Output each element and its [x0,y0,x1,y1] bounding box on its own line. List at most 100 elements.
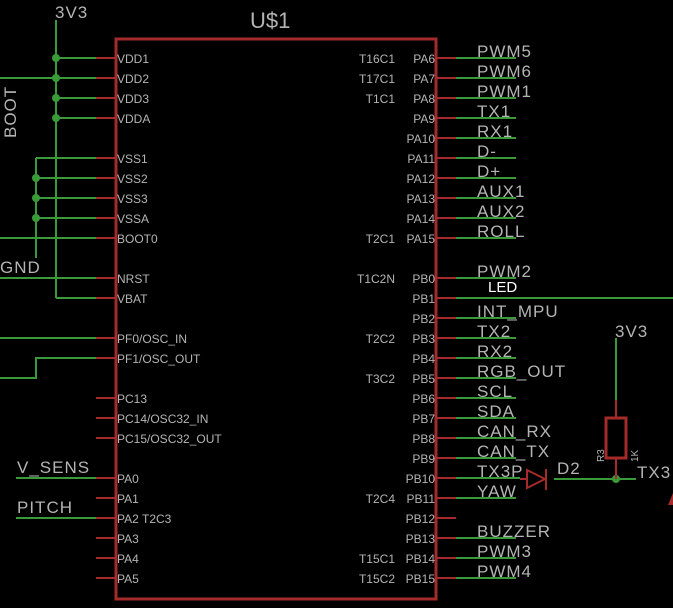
pin-pc13[interactable]: PC13 [96,392,147,406]
net-label: AUX1 [477,182,525,201]
pin-label: PB4 [412,352,435,366]
pin-label: VDD1 [117,52,149,66]
pin-pa6[interactable]: PA6 T16C1 PWM5 [359,42,532,66]
pin-label: PC15/OSC32_OUT [117,432,222,446]
pin-pb1[interactable]: PB1 [412,292,456,306]
part-name: U$1 [250,8,290,33]
pin-pf0-osc-in[interactable]: PF0/OSC_IN [96,332,187,346]
pin-label: PC14/OSC32_IN [117,412,208,426]
net-label: V_SENS [17,458,90,477]
net-label: INT_MPU [477,302,559,321]
pin-pb9[interactable]: PB9 CAN_TX [412,442,550,466]
pin-function: T2C2 [366,332,396,346]
net-label: PWM3 [477,542,532,561]
diode-d2[interactable] [520,468,548,490]
net-label: PWM1 [477,82,532,101]
net-label-led: LED [488,279,517,296]
pin-label: PA0 [117,472,139,486]
pin-label: PB3 [412,332,435,346]
pin-boot0[interactable]: BOOT0 [96,232,158,246]
pin-function: T2C1 [366,232,396,246]
pin-label: PA10 [407,132,436,146]
net-label-gnd: GND [0,258,41,277]
net-label: RGB_OUT [477,362,566,381]
pin-pa4[interactable]: PA4 [96,552,139,566]
pin-function: T2C3 [142,512,172,526]
pin-label: PB13 [406,532,436,546]
pin-label: PA12 [407,172,436,186]
pin-pb8[interactable]: PB8 CAN_RX [412,422,552,446]
pin-vdd1[interactable]: VDD1 [52,52,149,66]
net-label: BUZZER [477,522,551,541]
net-label: CAN_RX [477,422,552,441]
pin-label: PB14 [406,552,436,566]
pin-label: PB15 [406,572,436,586]
pin-vdd3[interactable]: VDD3 [52,92,149,106]
pin-label: BOOT0 [117,232,158,246]
resistor-r3[interactable] [604,416,628,460]
pin-pa5[interactable]: PA5 [96,572,139,586]
pin-pf1-osc-out[interactable]: PF1/OSC_OUT [96,352,201,366]
pin-pa1[interactable]: PA1 [96,492,139,506]
net-label: YAW [477,482,517,501]
pin-pb2[interactable]: PB2 INT_MPU [412,302,558,326]
net-label: CAN_TX [477,442,550,461]
pin-vssa[interactable]: VSSA [32,212,149,226]
pin-label: PB6 [412,392,435,406]
pin-vss1[interactable]: VSS1 [36,152,148,166]
pin-vss3[interactable]: VSS3 [32,192,148,206]
pin-pb12[interactable]: PB12 [406,512,456,526]
pin-pa0[interactable]: PA0 V_SENS [16,458,139,486]
net-label-boot: BOOT [1,86,20,138]
net-label: PITCH [17,498,73,517]
net-label: PWM5 [477,42,532,61]
pin-label: PA8 [413,92,435,106]
pin-label: PB9 [412,452,435,466]
net-label-3v3-right: 3V3 [615,322,648,341]
pin-label: VBAT [117,292,148,306]
pin-label: PF0/OSC_IN [117,332,187,346]
pin-pb13[interactable]: PB13 BUZZER [406,522,551,546]
pin-vdda[interactable]: VDDA [52,112,150,126]
pin-pc15-osc32-out[interactable]: PC15/OSC32_OUT [96,432,222,446]
pin-vdd2[interactable]: VDD2 [52,72,149,86]
pin-pb3[interactable]: PB3 T2C2 TX2 [366,322,516,346]
resistor-name: R3 [596,449,607,462]
pin-label: PB1 [412,292,435,306]
pin-label: VDD2 [117,72,149,86]
pin-function: T16C1 [359,52,395,66]
pin-label: PB7 [412,412,435,426]
net-label: TX2 [477,322,511,341]
net-label: PWM6 [477,62,532,81]
pin-vbat[interactable]: VBAT [56,292,148,306]
net-label-tx3: TX3 [637,463,671,482]
pin-label: PA6 [413,52,435,66]
net-label: PWM4 [477,562,532,581]
pin-pa3[interactable]: PA3 [96,532,139,546]
net-label: PWM2 [477,262,532,281]
pin-label: PB2 [412,312,435,326]
pin-pc14-osc32-in[interactable]: PC14/OSC32_IN [96,412,208,426]
pin-nrst[interactable]: NRST [96,272,150,286]
pin-vss2[interactable]: VSS2 [32,172,148,186]
pin-label: PB8 [412,432,435,446]
